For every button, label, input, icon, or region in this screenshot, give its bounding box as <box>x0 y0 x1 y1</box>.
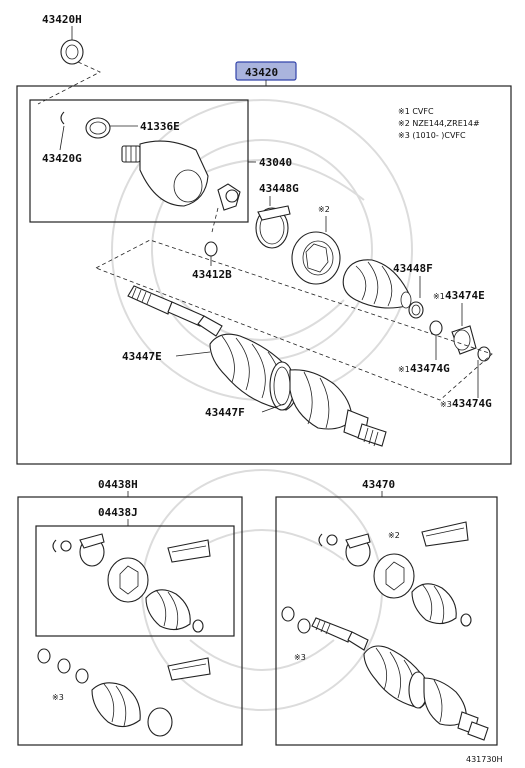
inner-boot <box>342 259 412 309</box>
note-1: ※1 CVFC <box>398 107 434 116</box>
label-43447F[interactable]: 43447F <box>205 406 245 419</box>
outer-joint <box>289 369 387 447</box>
label-43448F[interactable]: 43448F <box>393 262 433 275</box>
notes-block: ※1 CVFC ※2 NZE144,ZRE14# ※3 (1010- )CVFC <box>398 107 480 140</box>
label-43420[interactable]: 43420 <box>245 66 278 79</box>
joint-housing <box>121 140 209 207</box>
ring-43474G-left <box>429 320 443 336</box>
tripod-joint <box>217 183 241 211</box>
clamp-43448F <box>408 301 424 319</box>
kit-43040-frame <box>29 99 249 223</box>
mark-x3-kit: ※3 <box>52 693 64 702</box>
drive-shaft <box>127 285 223 337</box>
label-43474E[interactable]: 43474E <box>445 289 485 302</box>
label-43040[interactable]: 43040 <box>259 156 292 169</box>
label-41336E[interactable]: 41336E <box>140 120 180 133</box>
footer-code: 431730H <box>466 755 503 764</box>
label-43412B[interactable]: 43412B <box>192 268 232 281</box>
tone-ring <box>291 231 341 285</box>
label-04438J[interactable]: 04438J <box>98 506 138 519</box>
assembly-43470-parts <box>281 521 472 634</box>
label-04438H[interactable]: 04438H <box>98 478 138 491</box>
label-43474G-left[interactable]: 43474G <box>410 362 450 375</box>
label-43474G-right[interactable]: 43474G <box>452 397 492 410</box>
label-43470[interactable]: 43470 <box>362 478 395 491</box>
bearing-43420H <box>60 39 84 65</box>
mark-x1-e: ※1 <box>433 292 445 301</box>
note-2: ※2 NZE144,ZRE14# <box>398 119 480 128</box>
label-43448G[interactable]: 43448G <box>259 182 299 195</box>
kit-04438J-frame <box>35 525 235 637</box>
ring-41336E <box>85 117 111 139</box>
bearing-43474E <box>451 325 477 355</box>
exploded-region-outline <box>95 239 493 401</box>
boot-band <box>269 361 295 411</box>
ring-43474G-right <box>477 346 491 362</box>
mark-x3-43470: ※3 <box>294 653 306 662</box>
note-3: ※3 (1010- )CVFC <box>398 131 466 140</box>
label-43420G[interactable]: 43420G <box>42 152 82 165</box>
snap-ring-43420G <box>60 111 65 125</box>
kit-04438J-parts <box>52 533 211 633</box>
band-clamp-43448G <box>255 205 291 249</box>
mark-x2: ※2 <box>318 205 330 214</box>
main-assembly-frame <box>16 85 512 465</box>
mark-x2-kit: ※2 <box>388 531 400 540</box>
label-43420H[interactable]: 43420H <box>42 13 82 26</box>
assembly-43470-shaft <box>311 617 489 741</box>
assembly-43470-frame <box>275 496 498 746</box>
clip-43412B <box>204 241 218 257</box>
kit-04438H-frame <box>17 496 243 746</box>
mark-x1-g: ※1 <box>398 365 410 374</box>
kit-04438H-lower-parts <box>37 648 211 737</box>
label-43447E[interactable]: 43447E <box>122 350 162 363</box>
mark-x3-g: ※3 <box>440 400 452 409</box>
